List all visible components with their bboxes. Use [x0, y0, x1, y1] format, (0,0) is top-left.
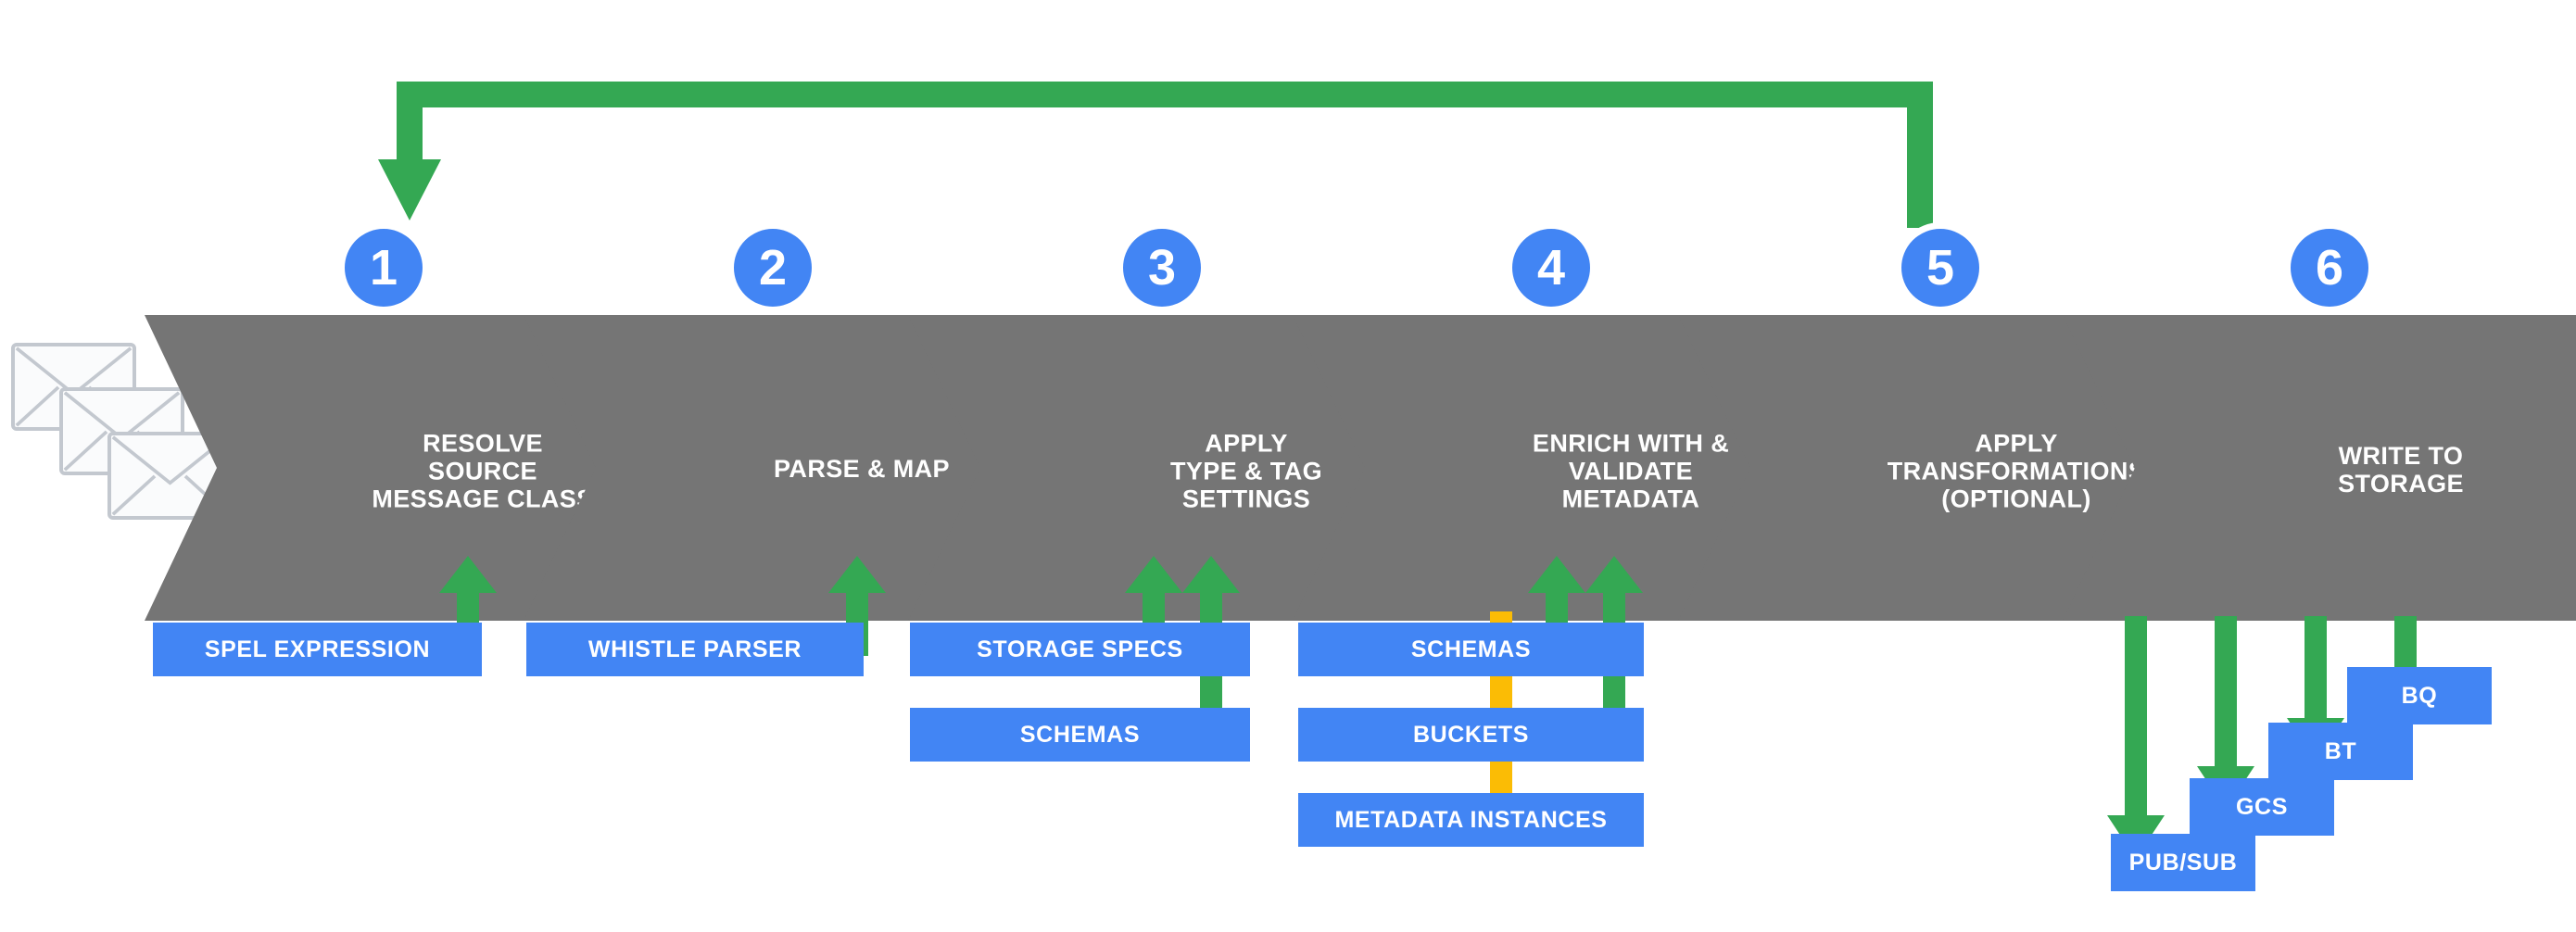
resource-buckets[interactable]: BUCKETS — [1298, 708, 1644, 762]
step-5-label: APPLY TRANSFORMATIONS (OPTIONAL) — [1887, 429, 2146, 513]
step-6-label: WRITE TO STORAGE — [2338, 442, 2464, 498]
step-2-number: 2 — [727, 222, 818, 313]
step-1-number: 1 — [338, 222, 429, 313]
step-3-number: 3 — [1117, 222, 1207, 313]
step-3-label: APPLY TYPE & TAG SETTINGS — [1169, 429, 1322, 513]
resource-schemas-step4[interactable]: SCHEMAS — [1298, 623, 1644, 676]
step-4-resource-arrow-a — [1524, 554, 1589, 656]
feedback-arrow-step5-to-step1 — [371, 82, 1946, 230]
resource-spel-expression[interactable]: SPEL EXPRESSION — [153, 623, 482, 676]
output-pubsub[interactable]: PUB/SUB — [2111, 834, 2255, 891]
step-6-output-arrow-pubsub — [2103, 616, 2168, 862]
step-1-label: RESOLVE SOURCE MESSAGE CLASS — [372, 429, 594, 513]
output-bt[interactable]: BT — [2268, 723, 2413, 780]
step-6-output-arrow-gcs — [2193, 616, 2258, 812]
resource-metadata-instances[interactable]: METADATA INSTANCES — [1298, 793, 1644, 847]
resource-schemas-step3[interactable]: SCHEMAS — [910, 708, 1250, 762]
step-3-resource-arrow-a — [1121, 554, 1186, 656]
step-1-resource-arrow — [436, 554, 500, 656]
output-gcs[interactable]: GCS — [2190, 778, 2334, 836]
step-4-label: ENRICH WITH & VALIDATE METADATA — [1532, 429, 1730, 513]
step-6-chevron[interactable]: WRITE TO STORAGE — [2063, 315, 2576, 621]
step-2-resource-arrow — [825, 554, 890, 656]
resource-storage-specs[interactable]: STORAGE SPECS — [910, 623, 1250, 676]
step-4-number: 4 — [1506, 222, 1597, 313]
step-5-number: 5 — [1895, 222, 1986, 313]
resource-whistle-parser[interactable]: WHISTLE PARSER — [526, 623, 864, 676]
step-6-number: 6 — [2284, 222, 2375, 313]
step-2-label: PARSE & MAP — [774, 455, 950, 484]
output-bq[interactable]: BQ — [2347, 667, 2492, 724]
